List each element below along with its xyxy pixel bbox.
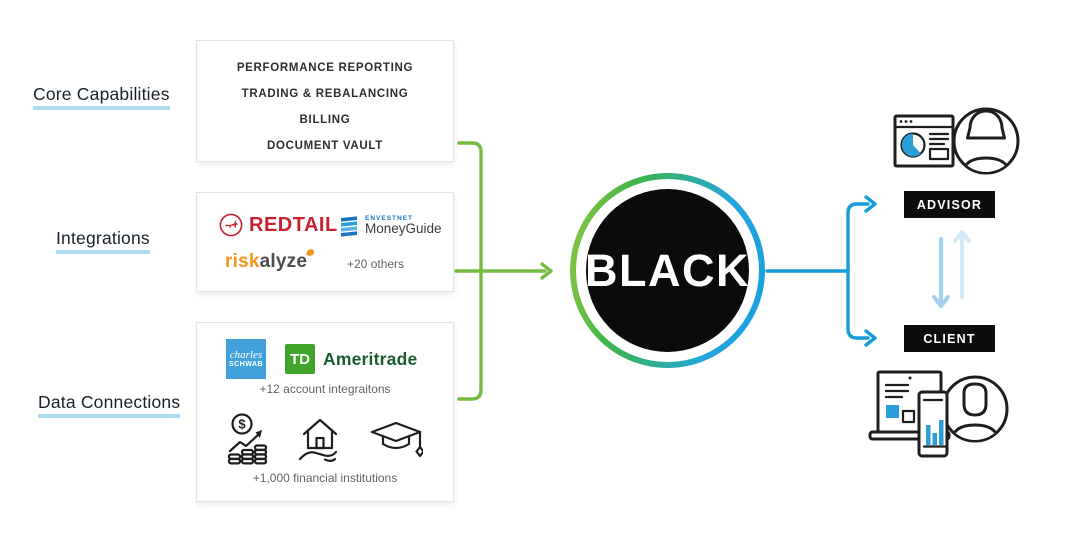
graduation-cap-icon bbox=[370, 421, 423, 458]
home-in-hand-icon bbox=[298, 418, 338, 462]
riskalyze-wordmark-alyze: alyze bbox=[259, 251, 308, 272]
core-item: DOCUMENT VAULT bbox=[266, 140, 384, 152]
riskalyze-mark-icon bbox=[306, 248, 315, 257]
riskalyze-wordmark-risk: risk bbox=[225, 251, 260, 272]
ameritrade-wordmark: Ameritrade bbox=[323, 348, 418, 369]
advisor-badge: ADVISOR bbox=[904, 191, 995, 218]
redtail-wordmark: REDTAIL bbox=[249, 213, 338, 236]
envestnet-wordmark: ENVESTNET bbox=[365, 215, 414, 222]
green-arrowhead-icon bbox=[540, 262, 553, 280]
label-data-connections: Data Connections bbox=[38, 392, 181, 418]
core-capabilities-panel: PERFORMANCE REPORTING TRADING & REBALANC… bbox=[196, 40, 454, 162]
integrations-others-note: +20 others bbox=[347, 257, 405, 271]
institution-icons-row: $ bbox=[197, 413, 453, 465]
moneyguide-wordmark: MoneyGuide bbox=[365, 221, 442, 237]
blue-client-arrowhead-icon bbox=[864, 329, 877, 347]
pale-up-arrow-icon bbox=[952, 229, 972, 300]
client-illustration-icon bbox=[868, 370, 1009, 458]
td-square-icon: TD bbox=[285, 344, 315, 374]
schwab-wordmark-top: charles bbox=[229, 348, 263, 361]
moneyguide-logo: ENVESTNET MoneyGuide bbox=[338, 215, 442, 237]
accounts-note: +12 account integraitons bbox=[259, 382, 391, 396]
riskalyze-logo: riskalyze bbox=[225, 248, 315, 273]
institutions-note: +1,000 financial institutions bbox=[252, 471, 398, 485]
redtail-dog-icon bbox=[219, 213, 243, 237]
svg-text:$: $ bbox=[238, 417, 246, 432]
label-core-capabilities: Core Capabilities bbox=[33, 84, 170, 110]
core-item: BILLING bbox=[299, 114, 351, 126]
advisor-illustration-icon bbox=[893, 107, 1020, 175]
pale-down-arrow-icon bbox=[931, 236, 951, 309]
data-connections-panel: charles SCHWAB TD Ameritrade +12 account… bbox=[196, 322, 454, 502]
blue-advisor-arrowhead-icon bbox=[864, 195, 877, 213]
td-ameritrade-logo: TD Ameritrade bbox=[285, 344, 417, 374]
integrations-panel: REDTAIL ENVESTNET MoneyGuide riskalyze +… bbox=[196, 192, 454, 292]
blue-advisor-line bbox=[846, 202, 870, 273]
blue-client-line bbox=[846, 269, 870, 340]
black-hub-circle: BLACK bbox=[585, 189, 750, 352]
client-badge: CLIENT bbox=[904, 325, 995, 352]
black-hub-gap: BLACK bbox=[576, 179, 759, 362]
envestnet-layers-icon bbox=[341, 216, 357, 237]
charles-schwab-logo: charles SCHWAB bbox=[226, 339, 266, 379]
label-integrations: Integrations bbox=[56, 228, 150, 254]
black-hub-ring: BLACK bbox=[570, 173, 765, 368]
schwab-wordmark-bottom: SCHWAB bbox=[228, 360, 264, 368]
core-item: PERFORMANCE REPORTING bbox=[236, 62, 414, 74]
core-item: TRADING & REBALANCING bbox=[241, 88, 409, 100]
redtail-logo: REDTAIL bbox=[219, 213, 338, 237]
investment-growth-icon: $ bbox=[227, 413, 268, 465]
black-hub-label: BLACK bbox=[585, 244, 750, 296]
